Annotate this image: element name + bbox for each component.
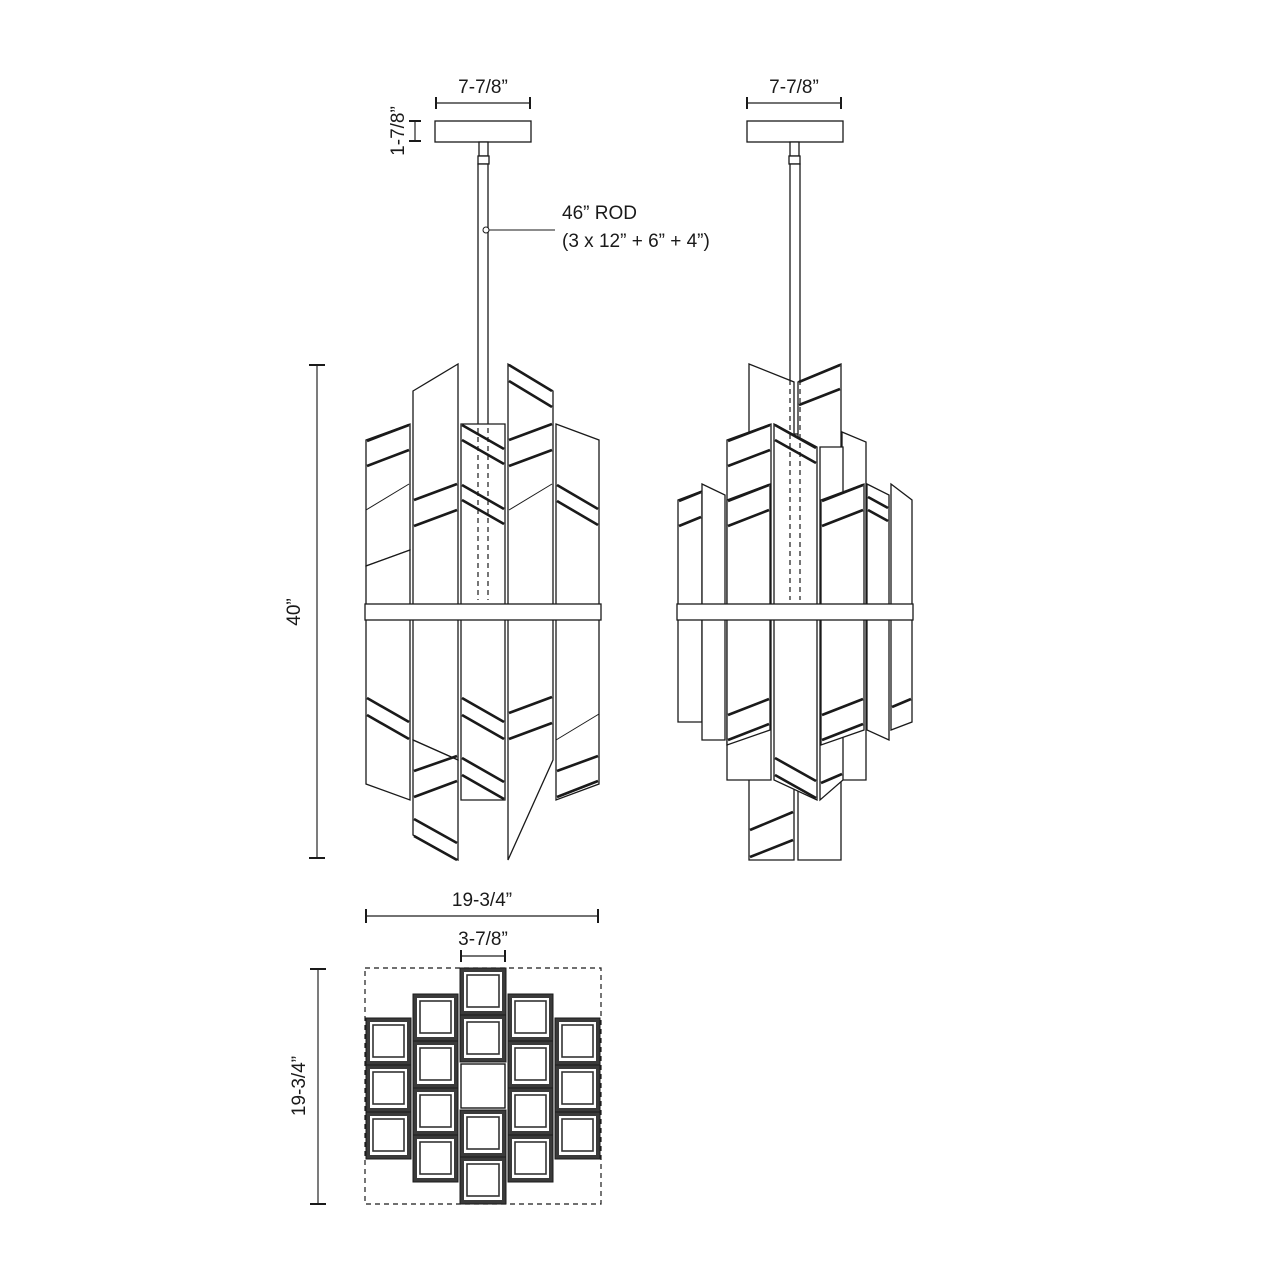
plan-width-dimension: 19-3/4” (365, 890, 599, 923)
plan-panel-grid (365, 967, 601, 1205)
side-center-ring (676, 603, 914, 621)
body-height-label: 40” (284, 598, 305, 625)
side-canopy (746, 120, 844, 143)
body-height-dimension: 40” (284, 364, 325, 859)
panel-width-label: 3-7/8” (458, 929, 508, 950)
front-elevation: 7-7/8” 1-7/8” 46” ROD (3 x 12” + 6” + 4”… (284, 77, 710, 862)
rod (477, 163, 489, 429)
center-ring (364, 603, 602, 621)
rod-coupler (477, 155, 490, 165)
side-canopy-width-label: 7-7/8” (769, 77, 819, 98)
side-panels (677, 363, 913, 861)
swivel-connector (478, 141, 489, 157)
rod-label-line2: (3 x 12” + 6” + 4”) (562, 231, 710, 252)
plan-width-label: 19-3/4” (452, 890, 512, 911)
side-canopy-width-dimension: 7-7/8” (746, 77, 842, 109)
canopy-height-label: 1-7/8” (388, 106, 409, 156)
side-swivel-connector (789, 141, 800, 157)
plan-center-void (460, 1063, 506, 1109)
rod-callout: 46” ROD (3 x 12” + 6” + 4”) (482, 203, 710, 252)
canopy-width-dimension: 7-7/8” (435, 77, 531, 109)
plan-depth-dimension: 19-3/4” (289, 968, 326, 1205)
plan-depth-label: 19-3/4” (289, 1056, 310, 1116)
plan-view: 19-3/4” 3-7/8” 19-3/4” (289, 890, 602, 1205)
panel-width-dimension: 3-7/8” (458, 929, 508, 962)
canopy (434, 120, 532, 143)
side-rod (789, 163, 801, 435)
canopy-height-dimension: 1-7/8” (388, 106, 421, 156)
rod-label-line1: 46” ROD (562, 203, 637, 224)
side-elevation: 7-7/8” (676, 77, 914, 861)
side-rod-coupler (788, 155, 801, 165)
canopy-width-label: 7-7/8” (458, 77, 508, 98)
